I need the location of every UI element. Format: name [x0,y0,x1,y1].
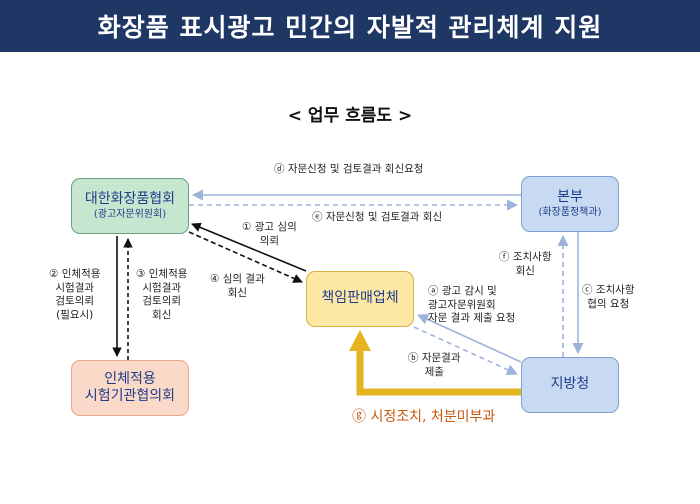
label-3-line1: ③ 인체적용 [136,268,188,280]
label-b: ⓑ 자문결과 제출 [408,352,460,379]
label-4-line1: ④ 심의 결과 [210,273,265,285]
box-lab-line1: 인체적용 [104,370,156,387]
diagram-subtitle: < 업무 흐름도 > [287,106,413,126]
label-1-line1: ① 광고 심의 [242,221,297,233]
arrow-g [356,349,521,396]
box-test-lab-council: 인체적용 시험기관협의회 [71,360,189,416]
box-cosmetics-association: 대한화장품협회 (광고자문위원회) [71,178,189,234]
label-a: ⓐ 광고 감시 및 광고자문위원회 자문 결과 제출 요청 [428,285,515,326]
label-2-line1: ② 인체적용 [49,268,101,280]
box-seller-main: 책임판매업체 [321,290,399,307]
label-f-line1: ⓕ 조치사항 [499,251,552,263]
arrow-a [416,314,522,363]
label-f-line2: 회신 [515,264,535,277]
label-c-line1: ⓒ 조치사항 [582,284,635,296]
label-2: ② 인체적용 시험결과 검토의뢰 (필요시) [49,268,100,323]
label-d: ⓓ 자문신청 및 검토결과 회신요청 [274,163,424,175]
label-2-line2: 시험결과 [55,281,95,294]
label-a-line2: 광고자문위원회 [428,298,496,311]
arrow-1 [191,222,307,272]
label-e: ⓔ 자문신청 및 검토결과 회신 [312,211,443,223]
box-lab-line2: 시험기관협의회 [84,388,176,404]
label-2-line4: (필요시) [56,308,94,321]
box-responsible-seller: 책임판매업체 [306,271,414,327]
box-hq-main: 본부 [557,189,583,205]
label-b-line1: ⓑ 자문결과 [408,352,461,364]
label-3: ③ 인체적용 시험결과 검토의뢰 회신 [136,268,187,323]
arrow-b [413,326,519,375]
label-a-line1: ⓐ 광고 감시 및 [428,285,497,297]
arrow-4 [188,231,303,283]
label-c: ⓒ 조치사항 협의 요청 [582,284,634,311]
label-4-line2: 회신 [227,286,248,299]
box-hq-sub: (화장품정책과) [538,206,602,218]
label-1-line2: 의뢰 [259,234,280,247]
label-f: ⓕ 조치사항 회신 [499,251,551,278]
label-3-line2: 시험결과 [142,281,182,294]
box-assoc-sub: (광고자문위원회) [93,208,167,220]
page-title: 화장품 표시광고 민간의 자발적 관리체계 지원 [0,0,700,52]
label-3-line3: 검토의뢰 [142,295,182,308]
arrow-g-head [349,330,371,351]
label-b-line2: 제출 [424,365,444,378]
label-a-line3: 자문 결과 제출 요청 [428,312,516,325]
box-assoc-main: 대한화장품협회 [84,191,176,207]
label-3-line4: 회신 [152,308,172,321]
label-1: ① 광고 심의 의뢰 [242,221,297,248]
label-4: ④ 심의 결과 회신 [210,273,265,300]
box-headquarters: 본부 (화장품정책과) [521,176,619,232]
label-g: ⓖ 시정조치, 처분미부과 [352,409,496,425]
label-2-line3: 검토의뢰 [55,295,95,308]
box-local-main: 지방청 [550,376,590,393]
box-regional-office: 지방청 [521,357,619,413]
label-c-line2: 협의 요청 [587,297,630,310]
